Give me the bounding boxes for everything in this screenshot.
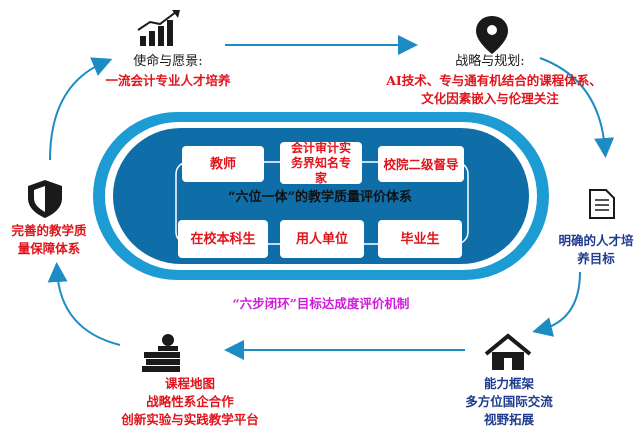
box-supervision: 校院二级督导 xyxy=(378,146,464,182)
box-graduates: 毕业生 xyxy=(378,220,462,258)
location-pin-icon xyxy=(476,16,508,54)
box-teacher: 教师 xyxy=(182,146,264,182)
arrow-bottom-right xyxy=(532,271,581,337)
books-icon xyxy=(142,334,180,372)
box-employers: 用人单位 xyxy=(280,220,364,258)
talent-goal-line-2: 养目标 xyxy=(577,251,615,266)
strategy-title: 战略与规划: xyxy=(455,54,525,69)
arrow-bottom-left xyxy=(47,262,121,346)
shield-icon xyxy=(28,180,62,218)
course-map: 课程地图 xyxy=(164,376,215,391)
box-experts: 会计审计实务界知名专家 xyxy=(280,140,362,185)
arrow-top-right xyxy=(539,57,615,158)
house-icon xyxy=(484,333,532,370)
arrow-top-left xyxy=(49,57,113,161)
loop-caption: “六步闭环”目标达成度评价机制 xyxy=(232,296,410,311)
strategic-cooperation: 战略性系企合作 xyxy=(146,394,234,409)
ability-framework: 能力框架 xyxy=(483,376,534,391)
bar-chart-icon xyxy=(137,10,180,46)
strategy-line-2: 文化因素嵌入与伦理关注 xyxy=(421,91,559,106)
strategy-line-1: AI技术、专与通有机结合的课程体系、 xyxy=(386,73,602,88)
talent-goal-line-1: 明确的人才培 xyxy=(558,233,634,248)
quality-assurance-line-1: 完善的教学质 xyxy=(11,223,87,238)
box-experts-label: 会计审计实务界知名专家 xyxy=(290,140,351,185)
international-exchange: 多方位国际交流 xyxy=(465,394,553,409)
box-students: 在校本科生 xyxy=(178,220,268,258)
center-title: “六位一体”的教学质量评价体系 xyxy=(228,190,412,205)
mission-title: 使命与愿景: xyxy=(133,54,203,69)
quality-assurance-line-2: 量保障体系 xyxy=(17,241,81,256)
document-icon xyxy=(589,189,615,219)
innovation-platform: 创新实验与实践教学平台 xyxy=(121,412,259,427)
vision-expansion: 视野拓展 xyxy=(483,412,534,427)
mission-subtitle: 一流会计专业人才培养 xyxy=(105,73,231,88)
